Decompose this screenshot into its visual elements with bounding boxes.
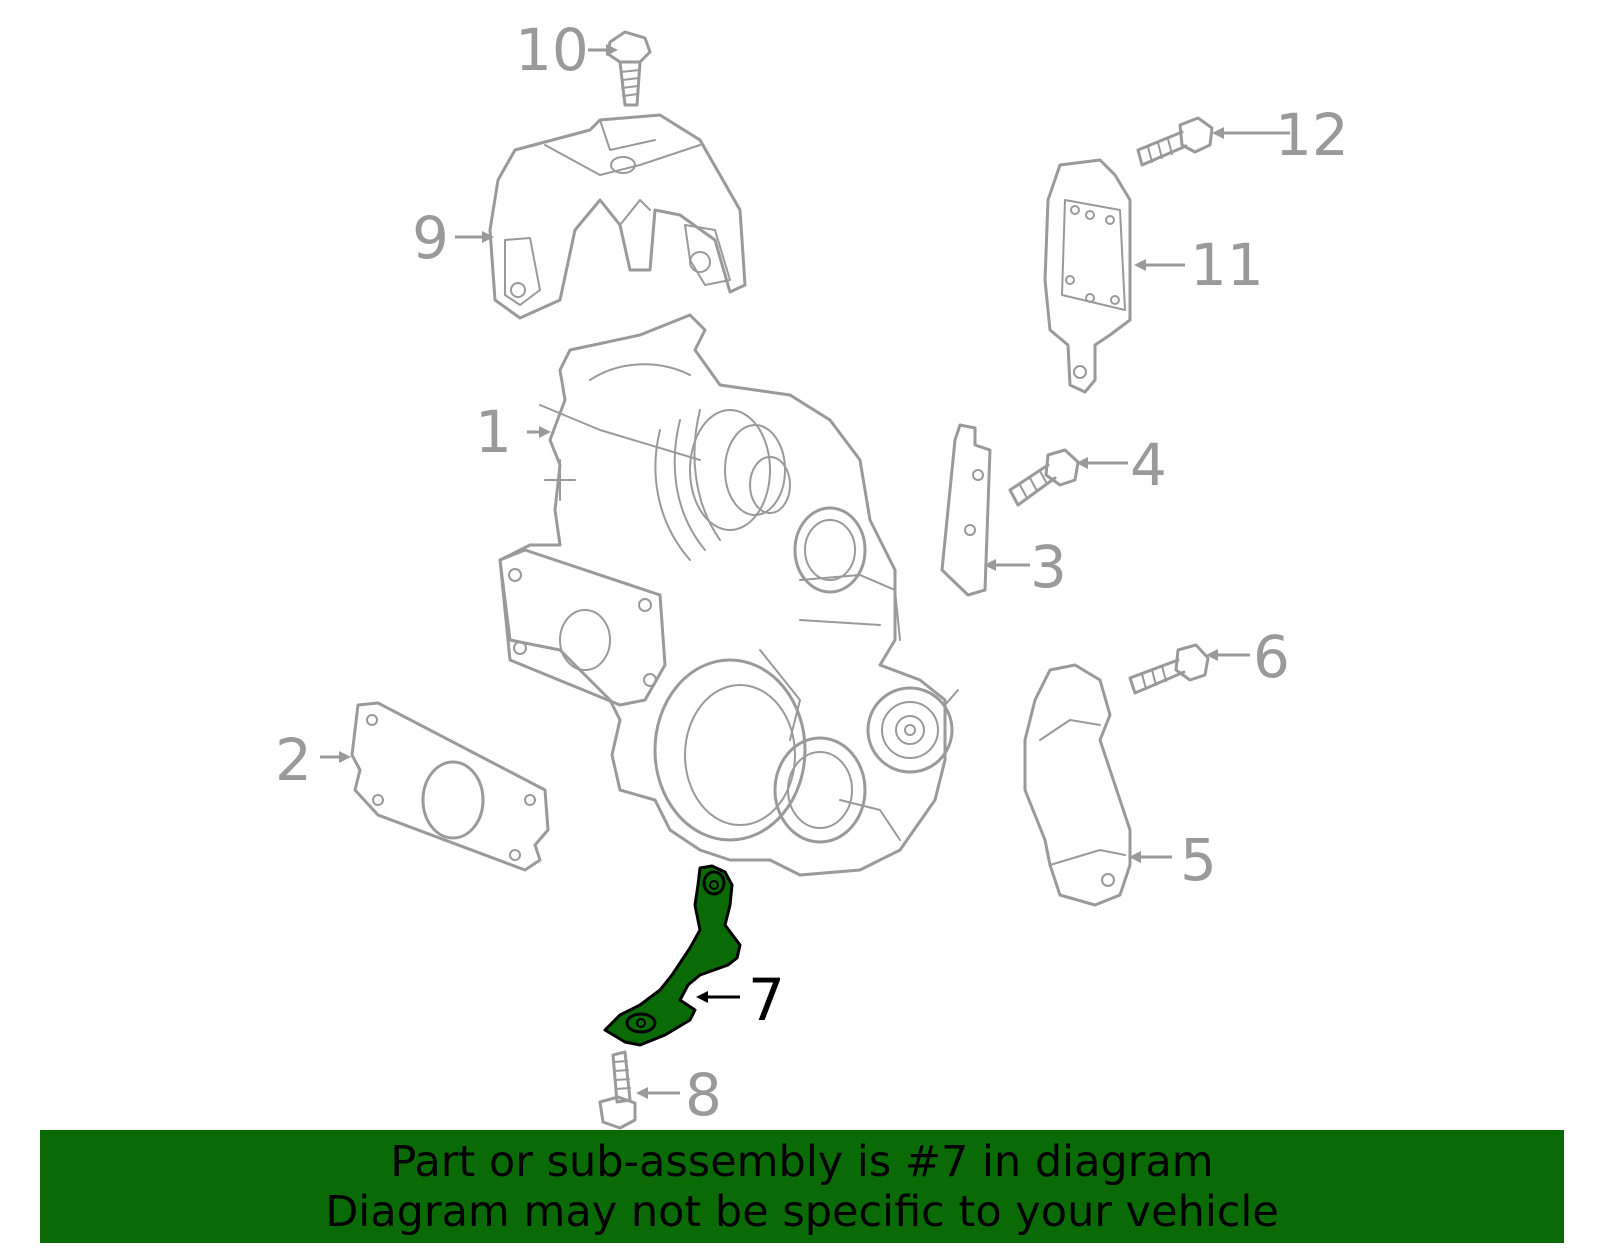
part-4-bolt (1008, 448, 1080, 507)
callout-6: 6 (1253, 623, 1290, 691)
part-9-heat-shield (488, 113, 747, 320)
banner-line-part: Part or sub-assembly is #7 in diagram (390, 1136, 1214, 1187)
part-6-bolt (1128, 643, 1210, 695)
callout-5: 5 (1180, 826, 1217, 894)
info-banner: Part or sub-assembly is #7 in diagram Di… (40, 1130, 1564, 1243)
part-12-bolt (1136, 116, 1214, 167)
part-3-gasket (940, 423, 992, 597)
part-10-bolt (606, 30, 652, 107)
part-11-plate (1043, 158, 1132, 394)
banner-line-disclaimer: Diagram may not be specific to your vehi… (325, 1186, 1279, 1237)
callout-7: 7 (748, 966, 785, 1034)
callout-10: 10 (515, 16, 589, 84)
callout-3: 3 (1030, 533, 1067, 601)
callout-2: 2 (275, 726, 312, 794)
callout-9: 9 (412, 204, 449, 272)
callout-1: 1 (475, 398, 512, 466)
callout-4: 4 (1130, 431, 1167, 499)
part-8-bolt (598, 1050, 637, 1130)
callout-12: 12 (1275, 101, 1349, 169)
part-7-bracket-highlighted (603, 864, 742, 1047)
part-5-heat-shield (1023, 663, 1132, 907)
part-2-gasket (350, 701, 550, 872)
callout-8: 8 (685, 1061, 722, 1129)
callout-11: 11 (1190, 231, 1264, 299)
part-1-turbocharger (498, 313, 959, 877)
leader-arrows (320, 44, 1290, 1099)
